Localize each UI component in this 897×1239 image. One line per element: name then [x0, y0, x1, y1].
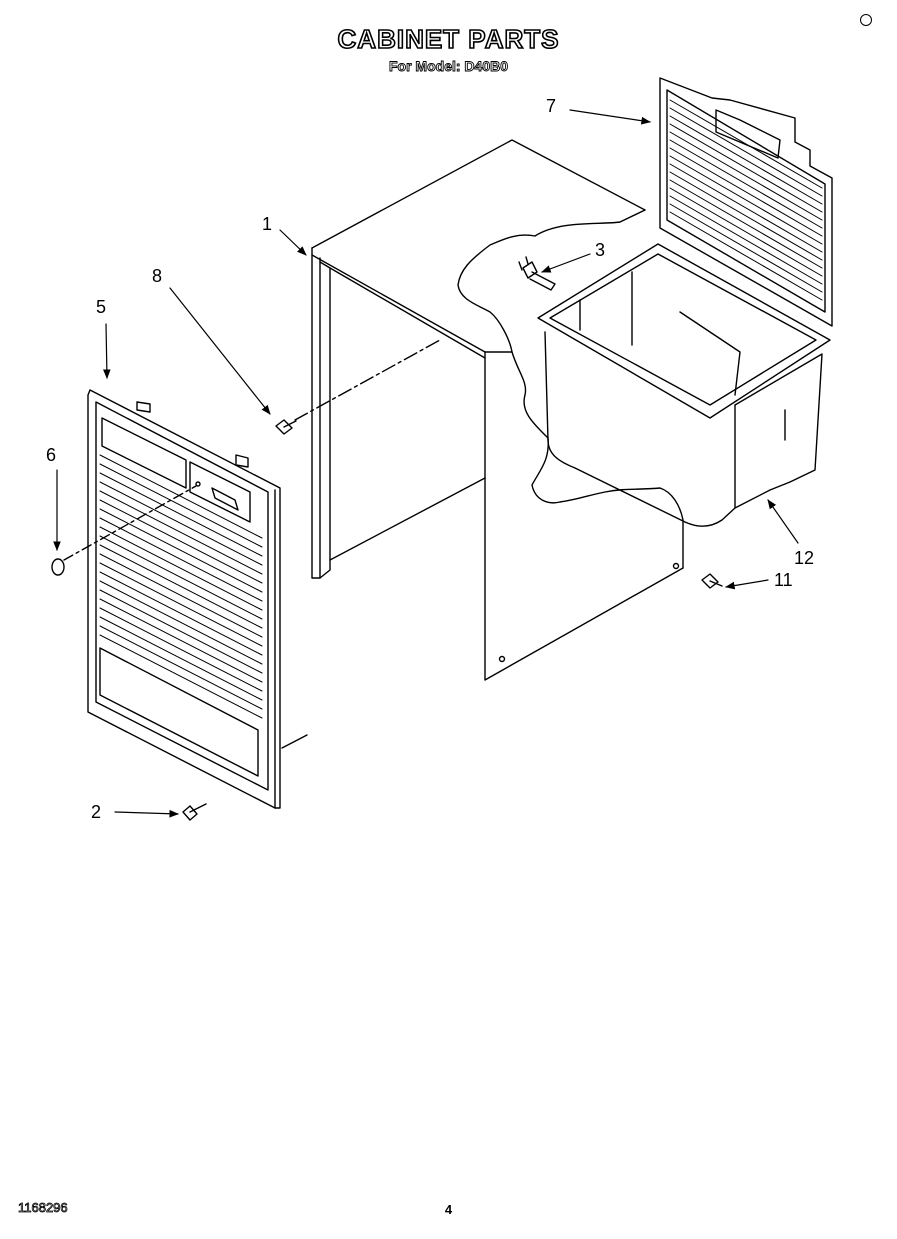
grille-knob: [211, 487, 239, 511]
callout-labels: 1 2 3 5 6 7 8 11 12: [46, 96, 814, 822]
cabinet-top-panel: [311, 139, 646, 249]
corner-mark: [860, 14, 872, 26]
cabinet-left-front-post: [311, 254, 321, 579]
grille-tab-left: [136, 401, 151, 413]
callout-11: 11: [774, 570, 793, 590]
leader-arrow-12: [767, 499, 799, 544]
rear-filter-grille: [659, 77, 833, 327]
cabinet-top-inner-edge: [329, 267, 486, 359]
bucket-front-wall: [544, 331, 736, 527]
cabinet-screw-hole-top: [672, 562, 680, 570]
grille-louvers: [99, 454, 263, 719]
grille-inner-frame: [95, 401, 269, 791]
grille-indicator: [195, 481, 201, 487]
cabinet-cutaway-lower: [511, 351, 684, 569]
callout-1: 1: [262, 214, 272, 234]
leader-arrow-8: [169, 287, 271, 415]
cabinet-left-post-inner: [319, 261, 331, 579]
callout-12: 12: [794, 548, 814, 568]
callout-8: 8: [152, 266, 162, 286]
leader-arrows: [53, 109, 799, 818]
leader-arrow-5: [103, 323, 111, 379]
model-subtitle: For Model: D40B0: [388, 58, 509, 75]
grille-tab-right: [235, 454, 249, 468]
leader-arrow-7: [569, 109, 651, 125]
document-code: 1168296: [18, 1200, 68, 1216]
grille-lower-panel: [99, 647, 259, 777]
leader-arrow-11: [725, 579, 769, 590]
grille-outer-frame: [87, 389, 281, 809]
hose-fitting: [518, 256, 556, 291]
callout-6: 6: [46, 445, 56, 465]
filter-inner-frame: [666, 89, 826, 313]
bucket-right-wall: [734, 353, 823, 509]
cabinet-shell: [294, 139, 684, 681]
cabinet-right-side-front: [484, 351, 684, 681]
callout-7: 7: [546, 96, 556, 116]
filter-frame: [659, 77, 833, 327]
callout-3: 3: [595, 240, 605, 260]
callout-5: 5: [96, 297, 106, 317]
cabinet-cutaway-edge: [457, 209, 646, 353]
page-number: 4: [444, 1202, 453, 1217]
bucket-inner-rim: [549, 253, 817, 406]
filter-louvers: [669, 99, 823, 301]
indicator-lens: [51, 558, 65, 576]
cabinet-dash-line: [294, 339, 441, 421]
page-title: CABINET PARTS: [337, 23, 560, 55]
screw-grille-upper: [275, 419, 297, 435]
cabinet-top-front-edge: [311, 247, 486, 353]
leader-arrow-2: [114, 809, 179, 818]
bucket-rim: [537, 243, 831, 419]
leader-arrow-3: [541, 253, 591, 273]
screw-grille-lower: [182, 803, 207, 821]
cabinet-screw-hole-bottom: [498, 655, 506, 663]
leader-arrow-1: [279, 229, 307, 256]
grille-top-slot: [101, 417, 187, 489]
screw-cabinet-side: [701, 573, 723, 589]
grille-side-line: [281, 734, 308, 749]
front-grille-panel: [87, 389, 308, 809]
cabinet-bottom-rail: [329, 477, 486, 561]
grille-control-box: [189, 461, 251, 523]
water-bucket: [537, 243, 831, 527]
bucket-inner-divider: [679, 311, 741, 396]
lens-dash-line: [63, 485, 197, 561]
callout-2: 2: [91, 802, 101, 822]
filter-handle: [715, 109, 781, 159]
